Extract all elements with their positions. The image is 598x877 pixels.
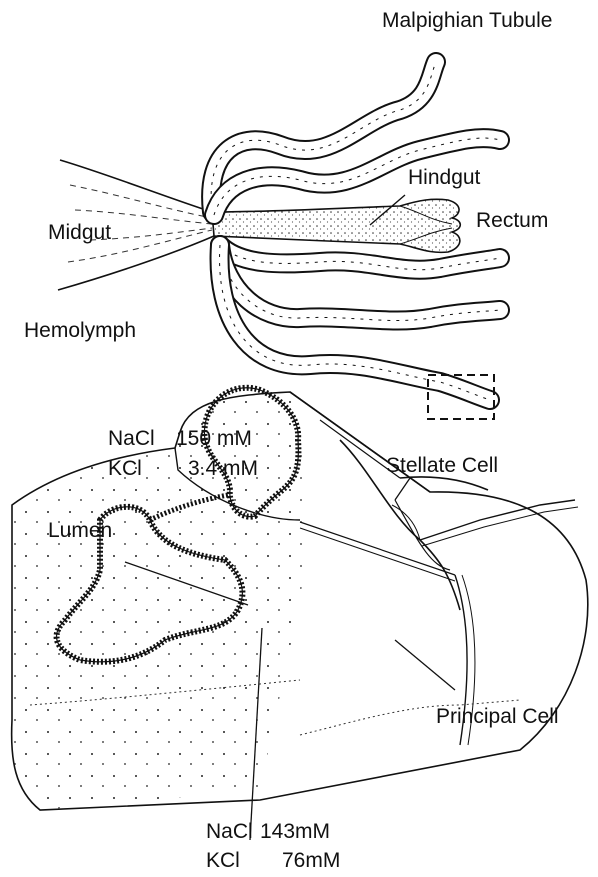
lumen-nacl-value: 143mM: [260, 821, 330, 842]
label-stellate-cell: Stellate Cell: [386, 455, 498, 476]
hemolymph-kcl-ion: KCl: [108, 458, 142, 479]
label-hemolymph: Hemolymph: [24, 320, 136, 341]
label-rectum: Rectum: [476, 210, 548, 231]
lumen-nacl-ion: NaCl: [206, 821, 253, 842]
hemolymph-nacl-value: 150 mM: [176, 428, 252, 449]
label-hindgut: Hindgut: [408, 167, 480, 188]
label-principal-cell: Principal Cell: [436, 706, 559, 727]
lumen-kcl-value: 76mM: [282, 850, 340, 871]
tubules-lower: [220, 245, 500, 400]
label-midgut: Midgut: [48, 222, 111, 243]
label-lumen: Lumen: [48, 520, 112, 541]
tubule-section: [12, 388, 588, 840]
tubules-upper: [211, 62, 500, 215]
lumen-kcl-ion: KCl: [206, 850, 240, 871]
hemolymph-nacl-ion: NaCl: [108, 428, 155, 449]
hemolymph-kcl-value: 3.4 mM: [188, 458, 258, 479]
label-malpighian-tubule: Malpighian Tubule: [382, 10, 552, 31]
hindgut-shape: [212, 199, 460, 252]
